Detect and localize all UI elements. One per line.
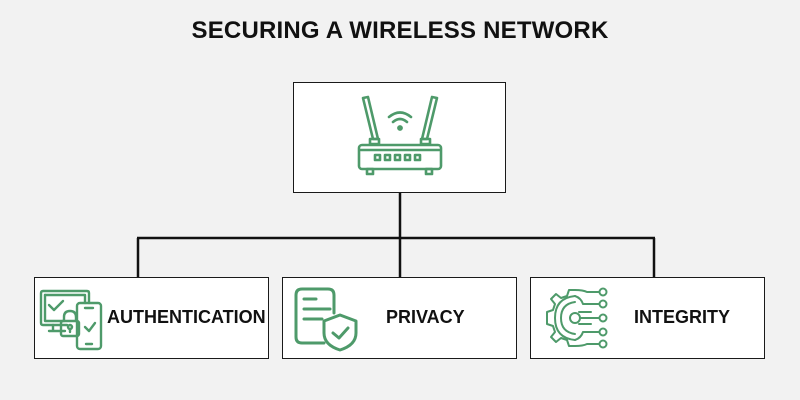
- integrity-label: INTEGRITY: [634, 307, 731, 327]
- child-node-privacy: PRIVACY: [282, 277, 517, 359]
- device-lock-check-icon: [39, 289, 107, 353]
- privacy-label: PRIVACY: [386, 307, 465, 327]
- child-node-authentication: AUTHENTICATION: [34, 277, 269, 359]
- authentication-label: AUTHENTICATION: [107, 307, 266, 327]
- document-shield-icon: [294, 287, 360, 353]
- gear-circuit-icon: [543, 286, 611, 352]
- child-node-integrity: INTEGRITY: [530, 277, 765, 359]
- wifi-router-icon: [356, 93, 444, 181]
- diagram-title: SECURING A WIRELESS NETWORK: [191, 17, 609, 44]
- root-node-wireless-router: [293, 82, 506, 193]
